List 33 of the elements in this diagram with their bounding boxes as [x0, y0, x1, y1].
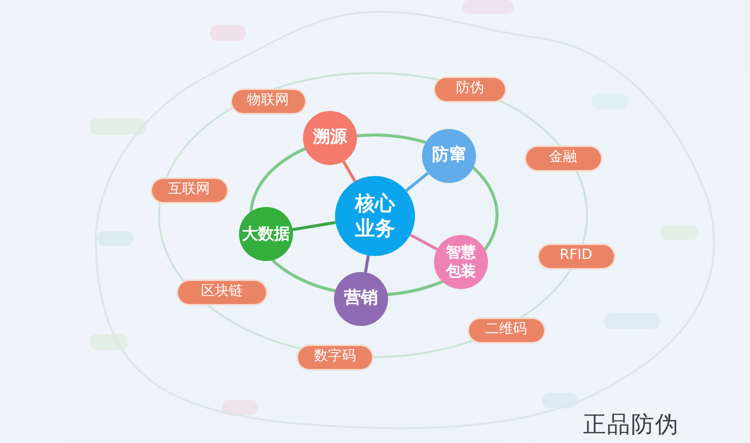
node-label: 大数据: [242, 224, 290, 244]
connector-line: [410, 234, 438, 251]
keyword-pill: [152, 178, 226, 202]
node-label: 核心业务: [354, 191, 396, 241]
node-label: 金融: [549, 149, 577, 167]
keyword-pill: [178, 280, 266, 304]
node-label: 互联网: [168, 181, 210, 199]
node-label: 智慧包装: [445, 243, 477, 281]
keyword-pill: [298, 346, 372, 368]
keyword-pill: [538, 244, 614, 268]
connector-line: [292, 221, 336, 232]
keyword-pill: [435, 78, 505, 100]
topic-circle: [303, 111, 357, 165]
topic-circle: [334, 272, 388, 326]
connector-line: [405, 172, 429, 192]
topic-circle: [422, 129, 476, 183]
diagram-title: 正品防伪: [583, 411, 679, 440]
node-label: 防窜: [432, 145, 466, 167]
keyword-pill: [232, 90, 304, 112]
node-label: 营销: [344, 288, 378, 310]
node-label: 物联网: [247, 92, 289, 110]
node-label: 二维码: [485, 321, 527, 339]
keyword-pill: [468, 318, 544, 342]
topic-circle: [239, 207, 293, 261]
node-label: 溯源: [313, 127, 347, 149]
node-label: 防伪: [456, 80, 484, 98]
node-label: 区块链: [201, 283, 243, 301]
keyword-pill: [526, 146, 600, 170]
node-label: RFID: [560, 247, 592, 265]
topic-circle: [434, 235, 488, 289]
connector-line: [364, 255, 370, 273]
connector-line: [342, 160, 356, 182]
node-label: 数字码: [314, 348, 356, 366]
